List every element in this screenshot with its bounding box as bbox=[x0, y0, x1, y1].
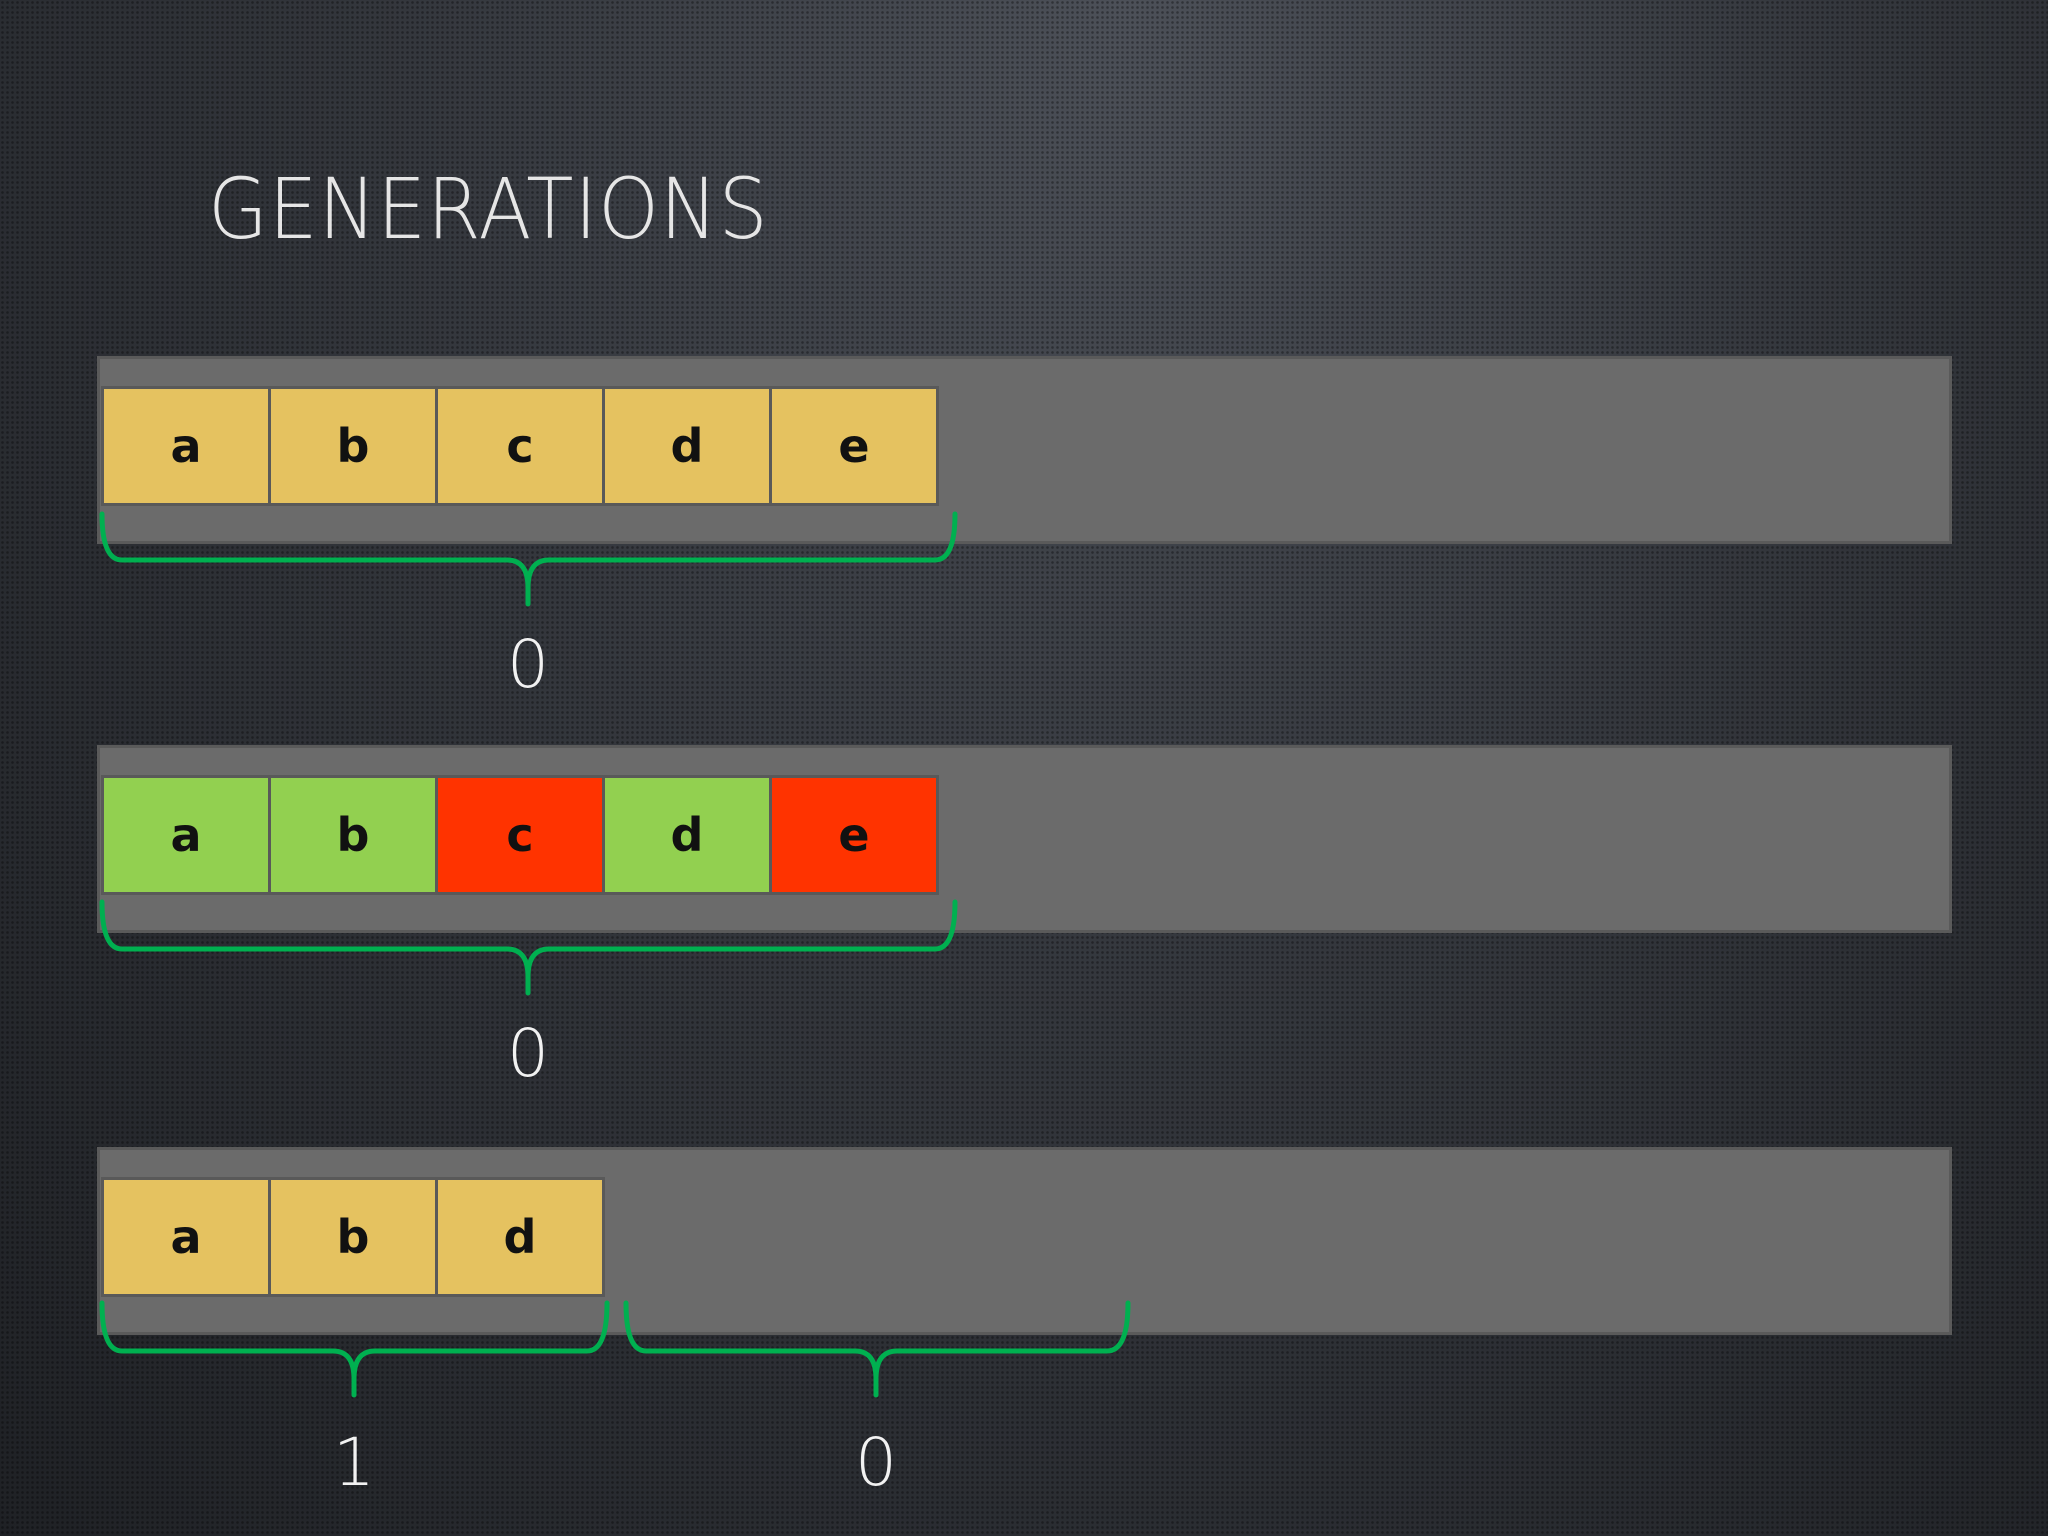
cell: c bbox=[435, 775, 605, 895]
bracket-row3-gen1 bbox=[99, 1300, 610, 1398]
bracket-row1-gen0 bbox=[99, 511, 958, 607]
cell-row-3: a b d bbox=[101, 1177, 605, 1297]
cell: d bbox=[602, 386, 772, 506]
cell: e bbox=[769, 386, 939, 506]
generation-label: 0 bbox=[855, 1424, 897, 1501]
cell: a bbox=[101, 1177, 271, 1297]
cell: a bbox=[101, 775, 271, 895]
cell: a bbox=[101, 386, 271, 506]
cell-row-1: a b c d e bbox=[101, 386, 939, 506]
bracket-row2-gen0 bbox=[99, 899, 958, 996]
bracket-strokes bbox=[99, 511, 1131, 1398]
cell: d bbox=[435, 1177, 605, 1297]
cell: e bbox=[769, 775, 939, 895]
generation-label: 1 bbox=[333, 1424, 375, 1501]
bracket-row3-gen0 bbox=[623, 1300, 1131, 1398]
generation-label: 0 bbox=[507, 1015, 549, 1092]
generation-label: 0 bbox=[507, 626, 549, 703]
cell-row-2: a b c d e bbox=[101, 775, 939, 895]
cell: b bbox=[268, 775, 438, 895]
slide-title: GENERATIONS bbox=[208, 160, 769, 258]
cell: c bbox=[435, 386, 605, 506]
cell: d bbox=[602, 775, 772, 895]
cell: b bbox=[268, 1177, 438, 1297]
